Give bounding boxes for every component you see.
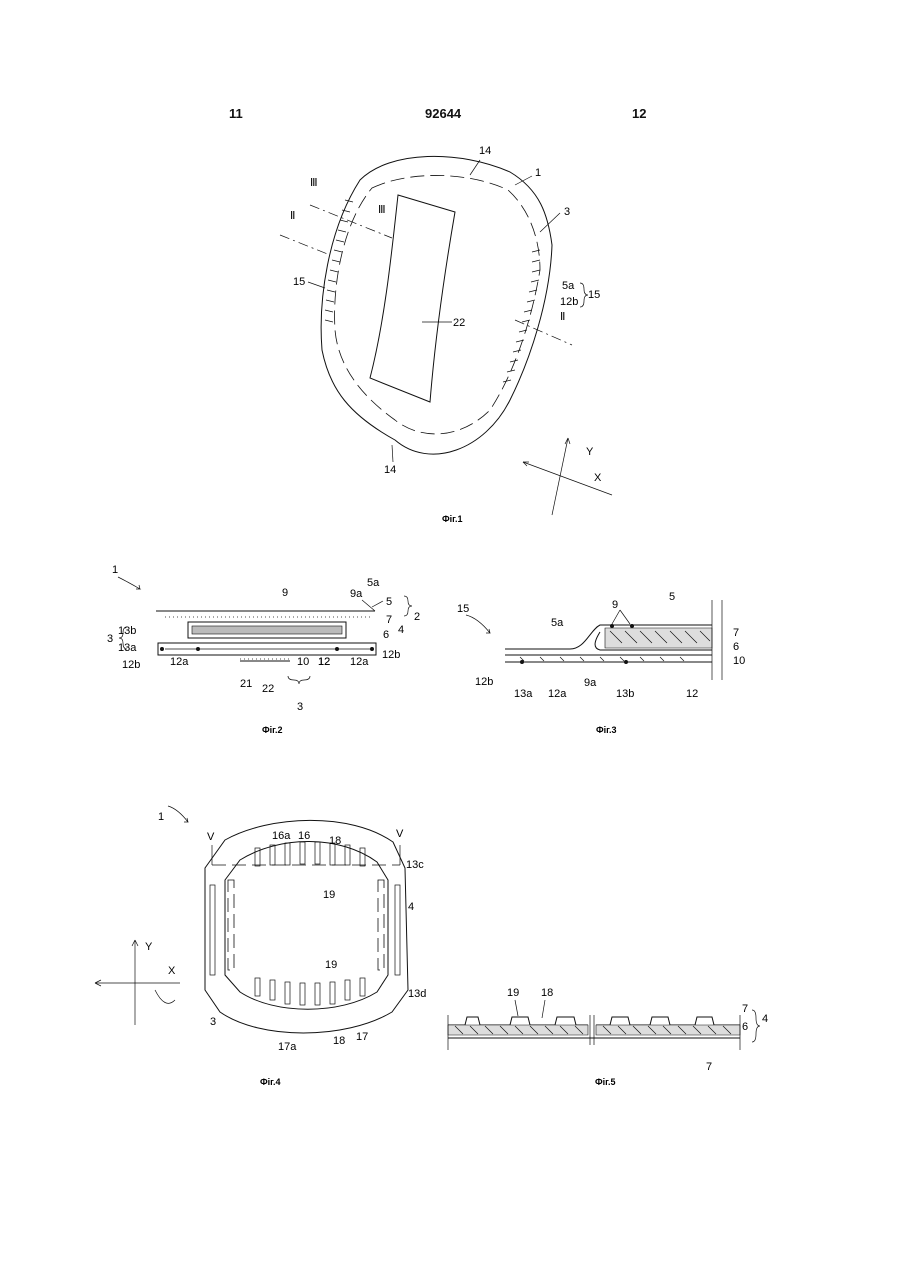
figure-5: 19 18 7 6 4 7 Фіг.5	[448, 987, 768, 1087]
figure-2: 1 9 9a 5a 5 2 7 4 6 3 13b 13a 12b 12a 12…	[107, 564, 420, 735]
fig3-label: 5a	[551, 617, 564, 629]
fig5-label: 7	[742, 1003, 748, 1015]
fig3-label: 5	[669, 591, 675, 603]
fig5-label: 6	[742, 1021, 748, 1033]
fig4-label: V	[207, 831, 215, 843]
fig2-label: 3	[297, 701, 303, 713]
fig2-label: 12	[318, 656, 330, 668]
top-slits	[255, 842, 365, 866]
fig3-label: 9a	[584, 677, 597, 689]
fig3-label: 13b	[616, 688, 634, 700]
fig1-label: 15	[293, 276, 305, 288]
fig2-label: 12a	[170, 656, 189, 668]
fig1-label: Ⅱ	[560, 311, 565, 323]
right-seal-hatch	[503, 250, 540, 382]
fig3-label: 12	[686, 688, 698, 700]
fig4-label: 19	[323, 889, 335, 901]
fig4-caption: Фіг.4	[260, 1077, 281, 1087]
left-seal-hatch	[325, 200, 353, 322]
fig4-label: 13d	[408, 988, 426, 1000]
fig5-label: 19	[507, 987, 519, 999]
fig2-caption: Фіг.2	[262, 725, 283, 735]
fig4-label: 17	[356, 1031, 368, 1043]
fig4-label: 17a	[278, 1041, 297, 1053]
fig3-label: 6	[733, 641, 739, 653]
fig4-label: V	[396, 828, 404, 840]
fig2-label: 21	[240, 678, 252, 690]
fig1-label: X	[594, 472, 602, 484]
fig2-label: 12b	[122, 659, 140, 671]
fig1-label: 22	[453, 317, 465, 329]
fig1-label: Y	[586, 446, 594, 458]
fig4-label: 19	[325, 959, 337, 971]
fig4-label: Y	[145, 941, 153, 953]
fig4-label: 18	[333, 1035, 345, 1047]
fig4-label: 3	[210, 1016, 216, 1028]
fig3-label: 15	[457, 603, 469, 615]
fig2-label: 7	[386, 614, 392, 626]
fig2-label: 1	[112, 564, 118, 576]
fig2-label: 5	[386, 596, 392, 608]
figure-1: 14 1 3 Ⅲ Ⅲ Ⅱ 15 5a 12b 15 22 Ⅱ 14 Y X Фі…	[280, 145, 612, 524]
figure-3: 15 9 5 7 6 10 5a 12b 13a 12a 9a 13b 12 Ф…	[457, 591, 745, 735]
fig3-label: 12b	[475, 676, 493, 688]
fig4-label: 16a	[272, 830, 291, 842]
fig1-label: 14	[479, 145, 491, 157]
fig1-label: 5a	[562, 280, 575, 292]
fig2-label: 6	[383, 629, 389, 641]
bottom-slits	[255, 978, 365, 1005]
fig3-label: 9	[612, 599, 618, 611]
fig4-label: 18	[329, 835, 341, 847]
fig2-label: 10	[297, 656, 309, 668]
fig2-label: 2	[414, 611, 420, 623]
fig1-caption: Фіг.1	[442, 514, 463, 524]
fig1-label: 15	[588, 289, 600, 301]
fig3-label: 10	[733, 655, 745, 667]
fig3-label: 12a	[548, 688, 567, 700]
fig1-label: 14	[384, 464, 396, 476]
fig4-label: 1	[158, 811, 164, 823]
fig3-label: 13a	[514, 688, 533, 700]
fig4-label: 13c	[406, 859, 424, 871]
fig3-label: 7	[733, 627, 739, 639]
fig1-label: Ⅲ	[378, 204, 386, 216]
fig2-label: 12a	[350, 656, 369, 668]
fig1-label: Ⅱ	[290, 210, 295, 222]
fig1-label: 3	[564, 206, 570, 218]
fig5-label: 18	[541, 987, 553, 999]
fig2-label: 12b	[382, 649, 400, 661]
fig2-label: 3	[107, 633, 113, 645]
fig4-label: 16	[298, 830, 310, 842]
fig2-label: 22	[262, 683, 274, 695]
fig1-label: 1	[535, 167, 541, 179]
fig2-label: 9	[282, 587, 288, 599]
fig3-caption: Фіг.3	[596, 725, 617, 735]
fig2-label: 13b	[118, 625, 136, 637]
fig2-label: 4	[398, 624, 404, 636]
fig2-label: 5a	[367, 577, 380, 589]
fig4-label: 4	[408, 901, 414, 913]
fig1-label: 12b	[560, 296, 578, 308]
fig5-caption: Фіг.5	[595, 1077, 616, 1087]
fig2-label: 13a	[118, 642, 137, 654]
figure-4: 1 V 16a 16 18 V 13c 19 4 Y X 19 13d 3 17…	[95, 806, 426, 1087]
fig1-label: Ⅲ	[310, 177, 318, 189]
fig5-label: 4	[762, 1013, 768, 1025]
fig2-label: 9a	[350, 588, 363, 600]
fig5-label: 7	[706, 1061, 712, 1073]
fig4-label: X	[168, 965, 176, 977]
